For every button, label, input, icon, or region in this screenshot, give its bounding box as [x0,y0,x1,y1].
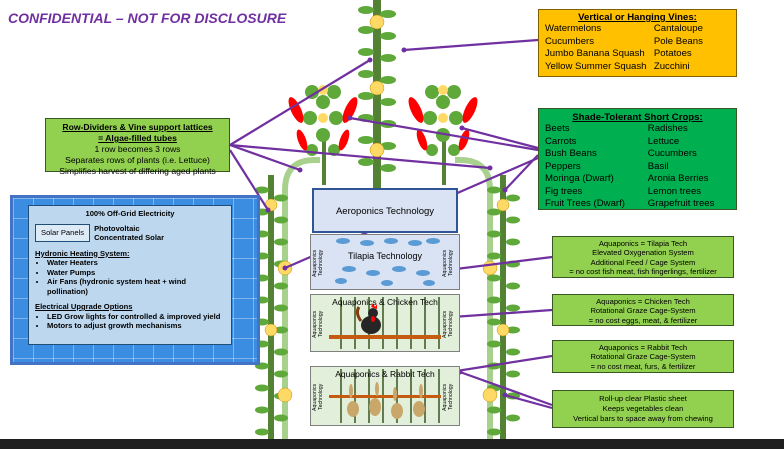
vines-item: Cantaloupe [653,23,703,34]
rabbits-icon [347,382,425,419]
shade-item: Aronia Berries [647,173,709,184]
rowdiv-title: Row-Dividers & Vine support lattices [62,122,213,132]
rollup-box-line: Keeps vegetables clean [602,404,684,413]
vines-item: Pole Beans [653,35,703,47]
shade-item: Fig trees [545,185,583,197]
vines-item: Watermelons [545,23,602,34]
chicken-label: Aquaponics & Chicken Tech [332,297,438,307]
not-for-disclosure-label: – NOT FOR DISCLOSURE [115,10,287,26]
left-pepper-plant [288,85,358,185]
electrical-item: Motors to adjust growth mechanisms [47,321,225,331]
confidential-header: CONFIDENTIAL – NOT FOR DISCLOSURE [8,10,286,26]
shade-item: Moringa (Dwarf) [545,173,614,184]
rabbit-box-line: Aquaponics = Rabbit Tech [598,343,688,352]
vines-item: Potatoes [653,48,692,59]
rollup-box-line: Roll-up clear Plastic sheet [599,394,687,403]
chicken-tier: Aquaponics Technology Aquaponics Technol… [310,294,460,352]
chicken-box-line: Rotational Graze Cage-System [590,306,696,316]
leader-arrows [229,38,553,410]
shade-item: Carrots [545,135,577,147]
hydronic-item: Water Pumps [47,268,225,278]
electrical-item: LED Grow lights for controlled & improve… [47,312,225,322]
tilapia-box-line: Additional Feed / Cage System [590,257,696,267]
chicken-cage-bars [329,297,441,349]
right-pepper-plant [408,85,478,185]
hydronic-title: Hydronic Heating System: [35,248,130,258]
solar-panels-label: Solar Panels [35,224,91,242]
rabbit-tech-box: Aquaponics = Rabbit Tech Rotational Graz… [552,340,734,373]
center-vine [358,0,396,190]
right-vine [482,175,520,440]
rowdiv-line: Simplifies harvest of differing aged pla… [59,166,216,176]
shade-item: Radishes [647,123,688,134]
rowdiv-line: Separates rows of plants (i.e. Lettuce) [65,155,210,165]
vines-item: Zucchini [653,60,690,72]
rollup-box-line: Vertical bars to space away from chewing [573,414,713,423]
solar-info-panel: 100% Off-Grid Electricity Solar Panels P… [28,205,232,345]
tilapia-tier: Aquaponics Technology Aquaponics Technol… [310,234,460,290]
shade-item: Lemon trees [647,185,702,197]
shade-item: Grapefruit trees [647,198,715,209]
vertical-vines-box: Vertical or Hanging Vines: Watermelons C… [538,9,737,77]
rabbit-box-line: = no cost meat, furs, & fertilizer [590,361,696,371]
vines-item: Cucumbers [545,35,595,47]
confidential-label: CONFIDENTIAL [8,10,112,26]
photovoltaic-label: Photovoltaic [94,223,140,233]
shade-item: Bush Beans [545,148,597,159]
rowdiv-line: 1 row becomes 3 rows [94,144,181,154]
tilapia-box-line: Aquaponics = Tilapia Tech [598,239,688,248]
rabbit-tier: Aquaponics Technology Aquaponics Technol… [310,366,460,426]
fish-school-icon [335,238,440,286]
rollup-sheet-box: Roll-up clear Plastic sheet Keeps vegeta… [552,390,734,428]
electrical-title: Electrical Upgrade Options [35,302,133,311]
rabbit-box-line: Rotational Graze Cage-System [590,352,696,362]
vines-item: Jumbo Banana Squash [545,48,645,59]
shade-item: Basil [647,160,669,172]
chicken-box-line: = no cost eggs, meat, & fertilizer [588,315,698,325]
aeroponics-tier: Aeroponics Technology [312,188,458,233]
concentrated-solar-label: Concentrated Solar [94,233,165,242]
shade-item: Peppers [545,160,581,172]
chicken-tech-box: Aquaponics = Chicken Tech Rotational Gra… [552,294,734,326]
solar-heading: 100% Off-Grid Electricity [85,209,175,218]
tilapia-tech-box: Aquaponics = Tilapia Tech Elevated Oxyge… [552,236,734,278]
tilapia-box-line: Elevated Oxygenation System [592,248,694,258]
vines-title: Vertical or Hanging Vines: [578,12,697,23]
vines-item: Yellow Summer Squash [545,60,647,72]
rabbit-label: Aquaponics & Rabbit Tech [335,369,435,379]
shade-item: Beets [545,123,570,134]
shade-item: Cucumbers [647,148,697,159]
rowdiv-subtitle: = Algae-filled tubes [98,133,177,143]
tilapia-side-tag-left: Aquaponics Technology [312,249,324,277]
shade-tolerant-crops-box: Shade-Tolerant Short Crops: Beets Carrot… [538,108,737,210]
tilapia-label: Tilapia Technology [347,251,423,261]
bottom-bar [0,439,784,449]
chicken-box-line: Aquaponics = Chicken Tech [596,297,690,306]
rabbit-cage-bars [329,369,441,423]
tilapia-box-line: = no cost fish meat, fish fingerlings, f… [569,267,717,277]
hydronic-item: Water Heaters [47,258,225,268]
hydronic-item: Air Fans (hydronic system heat + wind po… [47,277,225,296]
tilapia-side-tag-right: Aquaponics Technology [442,249,454,277]
aeroponics-label: Aeroponics Technology [335,206,435,217]
shade-title: Shade-Tolerant Short Crops: [572,112,703,123]
shade-item: Lettuce [647,135,680,147]
row-dividers-box: Row-Dividers & Vine support lattices = A… [45,118,230,176]
rooster-icon [355,303,381,334]
shade-item: Fruit Trees (Dwarf) [545,198,625,209]
